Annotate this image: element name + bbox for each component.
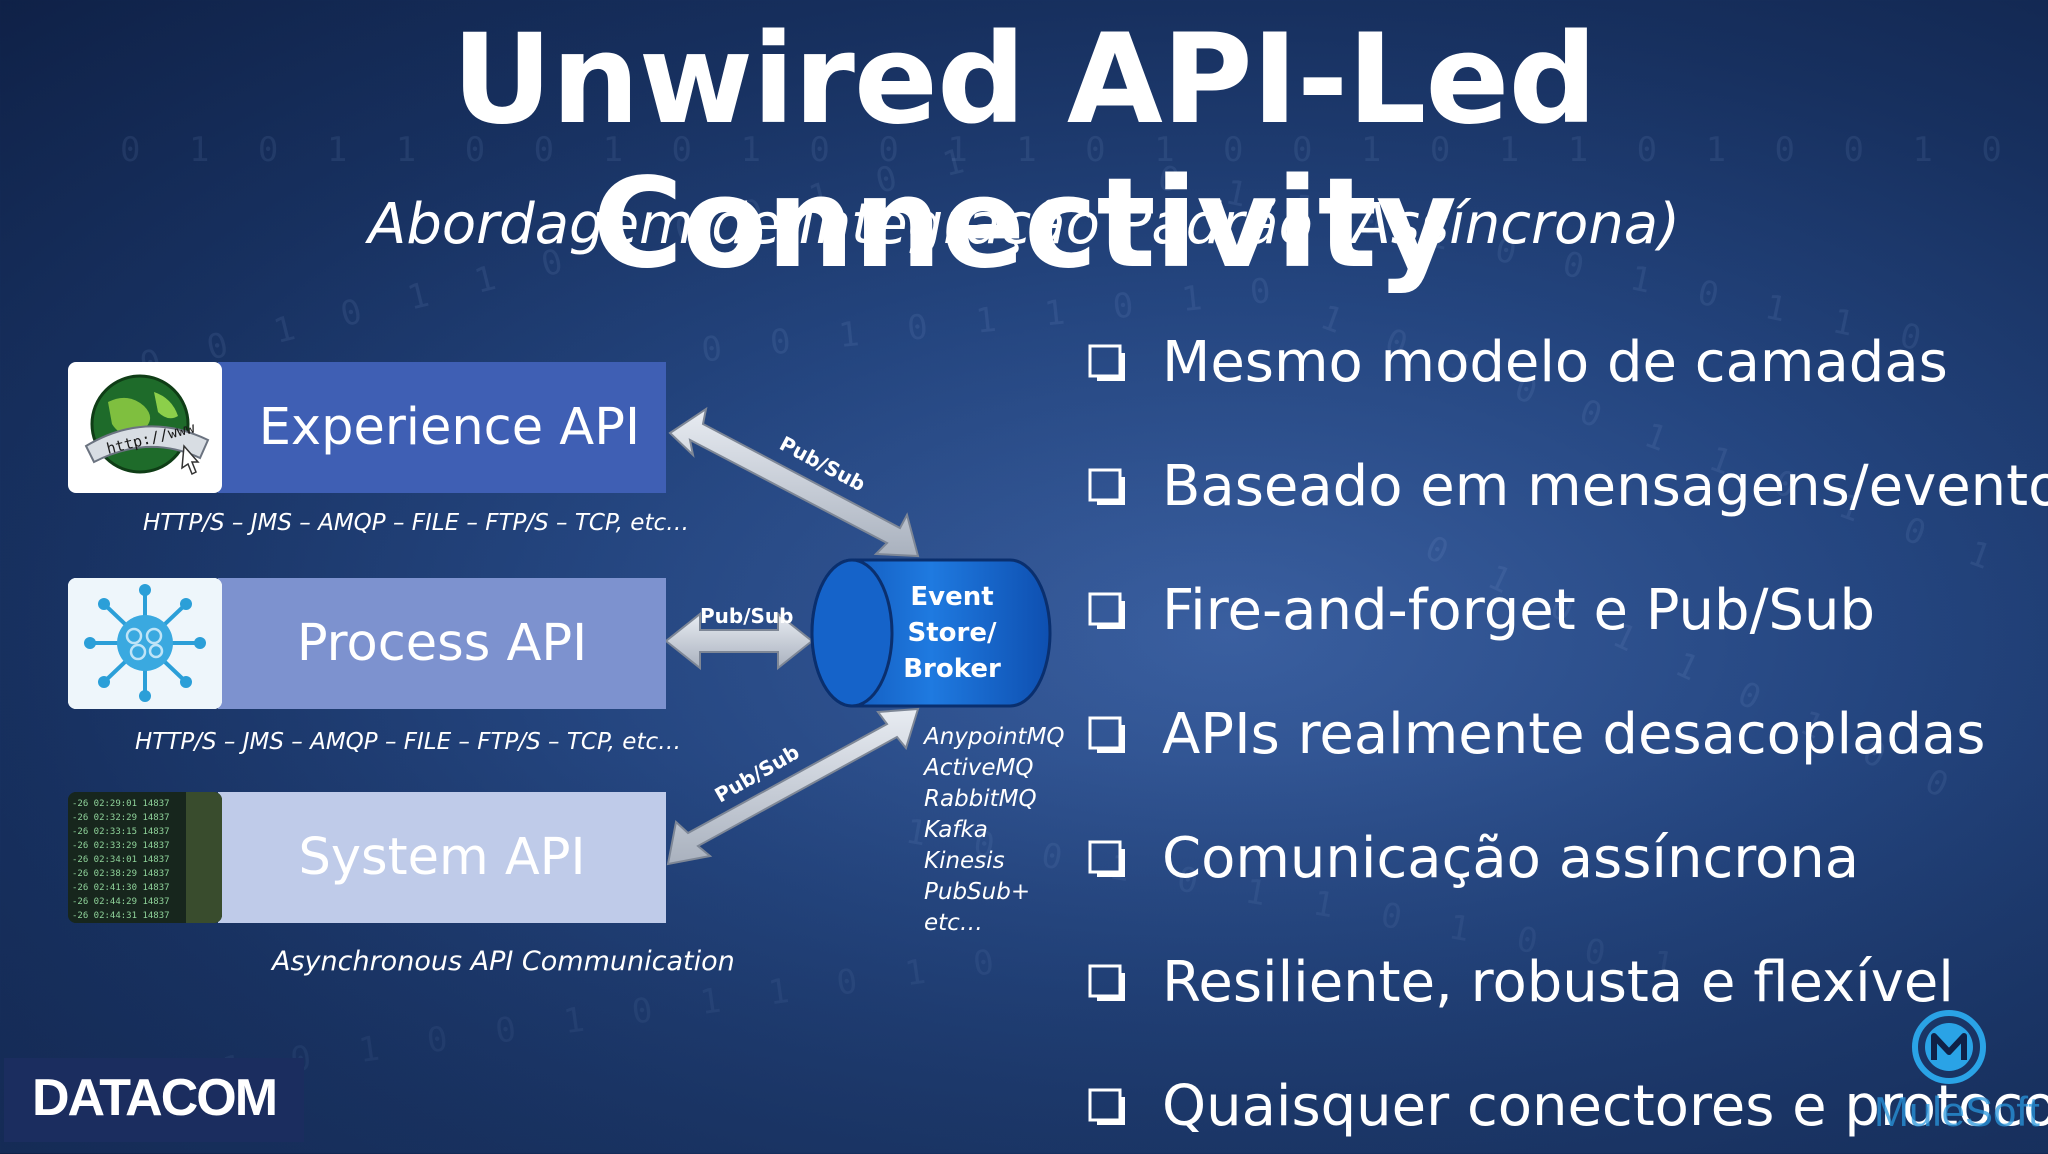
checkbox-icon — [1088, 344, 1125, 381]
checkbox-icon — [1088, 1088, 1125, 1125]
datacom-logo-text: DATACOM — [31, 1069, 278, 1127]
svg-text:-26 02:44:31 14837: -26 02:44:31 14837 — [72, 911, 170, 921]
checkbox-icon — [1088, 592, 1125, 629]
broker-line-3: Broker — [903, 654, 1001, 684]
process-api-bar — [218, 578, 666, 709]
broker-product: RabbitMQ — [924, 786, 1037, 812]
bullet-text: APIs realmente desacopladas — [1162, 702, 1986, 767]
pubsub-label-process: Pub/Sub — [700, 604, 793, 628]
experience-api-bar — [218, 362, 666, 493]
experience-protocols: HTTP/S – JMS – AMQP – FILE – FTP/S – TCP… — [143, 510, 690, 536]
svg-text:-26 02:41:30 14837: -26 02:41:30 14837 — [72, 883, 170, 893]
datacom-logo: DATACOM — [4, 1058, 304, 1142]
globe-http-icon: http://www — [68, 362, 222, 493]
async-caption: Asynchronous API Communication — [272, 946, 735, 977]
experience-api-layer: Experience API http://www — [68, 362, 666, 493]
system-api-bar — [218, 792, 666, 923]
terminal-screen-icon: -26 02:29:01 14837 -26 02:32:29 14837 -2… — [68, 792, 222, 923]
system-api-layer: System API -26 02:29:01 14837 -26 02:32:… — [68, 792, 666, 923]
mulesoft-m-icon — [1912, 1010, 1986, 1084]
svg-text:-26 02:32:29 14837: -26 02:32:29 14837 — [72, 813, 170, 823]
pubsub-arrow-experience — [668, 406, 920, 558]
svg-text:-26 02:29:01 14837: -26 02:29:01 14837 — [72, 799, 170, 809]
broker-line-2: Store/ — [908, 618, 997, 648]
slide-subtitle: Abordagem de Integração Padrão (Assíncro… — [368, 192, 1680, 257]
bullet-text: Baseado em mensagens/eventos — [1162, 454, 2048, 519]
system-api-label: System API — [298, 828, 586, 887]
svg-text:-26 02:38:29 14837: -26 02:38:29 14837 — [72, 869, 170, 879]
bullet-text: Resiliente, robusta e flexível — [1162, 950, 1954, 1015]
process-protocols: HTTP/S – JMS – AMQP – FILE – FTP/S – TCP… — [135, 729, 682, 755]
checkbox-icon — [1088, 716, 1125, 753]
mulesoft-logo: MuleSoft — [1870, 1010, 2048, 1153]
svg-text:-26 02:44:29 14837: -26 02:44:29 14837 — [72, 897, 170, 907]
process-api-label: Process API — [296, 614, 588, 673]
process-api-layer: Process API — [68, 578, 666, 709]
bullet-text: Quaisquer conectores e protocolo — [1162, 1074, 2048, 1139]
svg-text:-26 02:33:29 14837: -26 02:33:29 14837 — [72, 841, 170, 851]
broker-product: AnypointMQ — [924, 724, 1065, 750]
slide-title: Unwired API-Led Connectivity — [451, 8, 1598, 296]
broker-product: Kafka — [924, 817, 988, 843]
checkbox-icon — [1088, 964, 1125, 1001]
bullet-text: Mesmo modelo de camadas — [1162, 330, 1948, 395]
broker-product: etc… — [924, 910, 983, 936]
svg-text:-26 02:34:01 14837: -26 02:34:01 14837 — [72, 855, 170, 865]
broker-line-1: Event — [910, 582, 993, 612]
pubsub-arrow-system — [666, 707, 920, 866]
hub-network-icon — [68, 578, 222, 709]
event-broker-cylinder: Event Store/ Broker — [810, 558, 1052, 708]
experience-api-label: Experience API — [258, 398, 640, 457]
broker-products-list: AnypointMQ ActiveMQ RabbitMQ Kafka Kines… — [924, 722, 1065, 939]
mulesoft-wordmark: MuleSoft — [1874, 1088, 2040, 1135]
checkbox-icon — [1088, 840, 1125, 877]
bullet-text: Fire-and-forget e Pub/Sub — [1162, 578, 1876, 643]
broker-product: ActiveMQ — [924, 755, 1034, 781]
broker-product: Kinesis — [924, 848, 1005, 874]
bullet-text: Comunicação assíncrona — [1162, 826, 1860, 891]
svg-text:-26 02:33:15 14837: -26 02:33:15 14837 — [72, 827, 170, 837]
broker-product: PubSub+ — [924, 879, 1031, 905]
checkbox-icon — [1088, 468, 1125, 505]
